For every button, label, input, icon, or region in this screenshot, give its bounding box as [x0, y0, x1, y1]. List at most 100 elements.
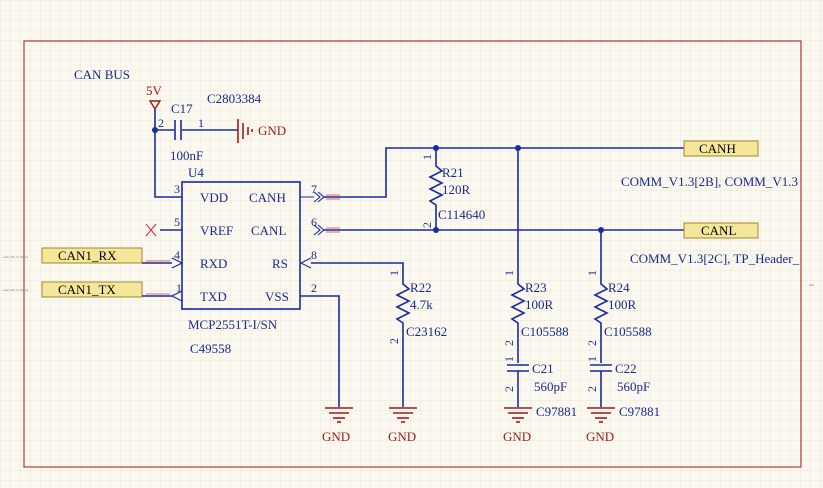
no-connect-marker	[145, 223, 157, 237]
net-label-can1-rx-text: CAN1_RX	[58, 248, 117, 263]
capacitor-c21[interactable]: C21 560pF 1 2 C97881	[502, 356, 577, 419]
rx-cross-ref: ...mat_SW_V1.3[2A]	[2, 255, 28, 259]
c21-value: 560pF	[534, 379, 567, 394]
u4-pin-vss-name: VSS	[265, 289, 289, 304]
r22-lcsc: C23162	[406, 324, 447, 339]
u4-rs-input-arrow	[299, 257, 312, 269]
r22-pin-1: 1	[387, 270, 401, 276]
capacitor-c17[interactable]: C17 C2803384 100nF 2 1	[155, 91, 262, 163]
net-label-can1-tx[interactable]: CAN1_TX	[41, 281, 143, 298]
canh-bus-wire	[324, 147, 684, 198]
u4-lcsc: C49558	[190, 341, 231, 356]
c17-lcsc: C2803384	[207, 91, 262, 106]
tx-cross-ref: ...mat_SW_V1.3[2A]	[2, 288, 28, 292]
u4-pin-7-num: 7	[311, 182, 317, 196]
power-5v-port[interactable]: 5V	[146, 83, 163, 130]
vss-gnd-label: GND	[322, 429, 350, 444]
c22-lcsc: C97881	[619, 404, 660, 419]
sheet-title: CAN BUS	[74, 67, 130, 82]
r23-ref: R23	[525, 280, 547, 295]
r24-value: 100R	[608, 297, 637, 312]
net-label-canl[interactable]: CANL	[683, 222, 759, 239]
capacitor-c22[interactable]: C22 560pF 1 2 C97881	[585, 356, 660, 419]
c17-ref: C17	[171, 101, 193, 116]
resistor-r21[interactable]: R21 120R C114640 1 2	[420, 148, 485, 230]
u4-pin-3-num: 3	[174, 182, 180, 196]
u4-pin-4-num: 4	[174, 248, 180, 262]
r24-pin-1: 1	[585, 270, 599, 276]
c17-gnd-label: GND	[258, 123, 286, 138]
r24-ref: R24	[608, 280, 630, 295]
sheet-frame	[23, 40, 802, 468]
r21-lcsc: C114640	[438, 207, 485, 222]
pin-hash-marks	[146, 194, 340, 295]
resistor-r22[interactable]: R22 4.7k C23162 1 2	[387, 270, 447, 407]
r22-gnd-label: GND	[388, 429, 416, 444]
r21-ref: R21	[442, 165, 464, 180]
r23-pin-2: 2	[502, 340, 516, 346]
c21-gnd-label: GND	[503, 429, 531, 444]
r24-lcsc: C105588	[604, 324, 652, 339]
r24-pin-2: 2	[585, 340, 599, 346]
right-edge-ref: Ima	[809, 283, 814, 287]
r23-value: 100R	[525, 297, 554, 312]
canl-sheet-ref: COMM_V1.3[2C], TP_Header_	[630, 251, 800, 266]
resistor-r23[interactable]: R23 100R C105588 1 2	[502, 270, 569, 363]
net-label-can1-tx-text: CAN1_TX	[58, 282, 116, 297]
c21-lcsc: C97881	[536, 404, 577, 419]
c22-value: 560pF	[617, 379, 650, 394]
c22-ref: C22	[615, 361, 637, 376]
c22-ground-symbol: GND	[586, 407, 615, 444]
r23-pin-1: 1	[502, 270, 516, 276]
vss-wire	[300, 295, 340, 407]
u4-pin-vdd-name: VDD	[200, 190, 228, 205]
r21-pin-1: 1	[420, 154, 434, 160]
c17-pin-1: 1	[198, 116, 204, 130]
net-label-can1-rx[interactable]: CAN1_RX	[41, 247, 143, 264]
u4-pin-5-num: 5	[174, 215, 180, 229]
r22-pin-2: 2	[387, 338, 401, 344]
u4-body	[181, 181, 301, 310]
u4-pin-canh-name: CANH	[249, 190, 286, 205]
rs-wire	[311, 262, 404, 280]
u4-pin-1-num: 1	[176, 281, 182, 295]
r22-ground-symbol: GND	[388, 407, 417, 444]
c17-ground-symbol: GND	[237, 119, 286, 143]
u4-pin-canl-name: CANL	[251, 223, 286, 238]
r22-value: 4.7k	[410, 297, 433, 312]
u4-pin-2-num: 2	[311, 281, 317, 295]
u4-ref: U4	[188, 165, 204, 180]
u4-pin-vref-name: VREF	[200, 223, 233, 238]
r23-lcsc: C105588	[521, 324, 569, 339]
r21-value: 120R	[442, 182, 471, 197]
u4-pin-6-num: 6	[311, 215, 317, 229]
u4-rxd-output-arrow	[171, 257, 184, 269]
u4-pin-rxd-name: RXD	[200, 256, 227, 271]
c17-value: 100nF	[170, 148, 203, 163]
canh-sheet-ref: COMM_V1.3[2B], COMM_V1.3	[621, 174, 798, 189]
c22-gnd-label: GND	[586, 429, 614, 444]
ic-u4-mcp2551[interactable]: U4 MCP2551T-I/SN C49558 VDD 3 VREF 5 RXD…	[145, 165, 325, 356]
c21-pin-2: 2	[502, 386, 516, 392]
net-label-canl-text: CANL	[701, 223, 736, 238]
c22-pin-1: 1	[585, 356, 599, 362]
u4-part-number: MCP2551T-I/SN	[188, 317, 278, 332]
u4-pin-8-num: 8	[311, 248, 317, 262]
u4-pin-txd-name: TXD	[200, 289, 227, 304]
net-label-canh-text: CANH	[699, 141, 736, 156]
net-label-canh[interactable]: CANH	[683, 140, 759, 157]
vss-ground-symbol: GND	[322, 407, 353, 444]
c21-pin-1: 1	[502, 356, 516, 362]
vdd-wire	[154, 130, 182, 198]
u4-pin-rs-name: RS	[272, 256, 288, 271]
power-5v-label: 5V	[146, 83, 163, 98]
c17-pin-2: 2	[158, 116, 164, 130]
c21-ref: C21	[532, 361, 554, 376]
c21-ground-symbol: GND	[503, 407, 532, 444]
r21-pin-2: 2	[420, 222, 434, 228]
resistor-r24[interactable]: R24 100R C105588 1 2	[585, 270, 652, 363]
c22-pin-2: 2	[585, 386, 599, 392]
r22-ref: R22	[410, 280, 432, 295]
